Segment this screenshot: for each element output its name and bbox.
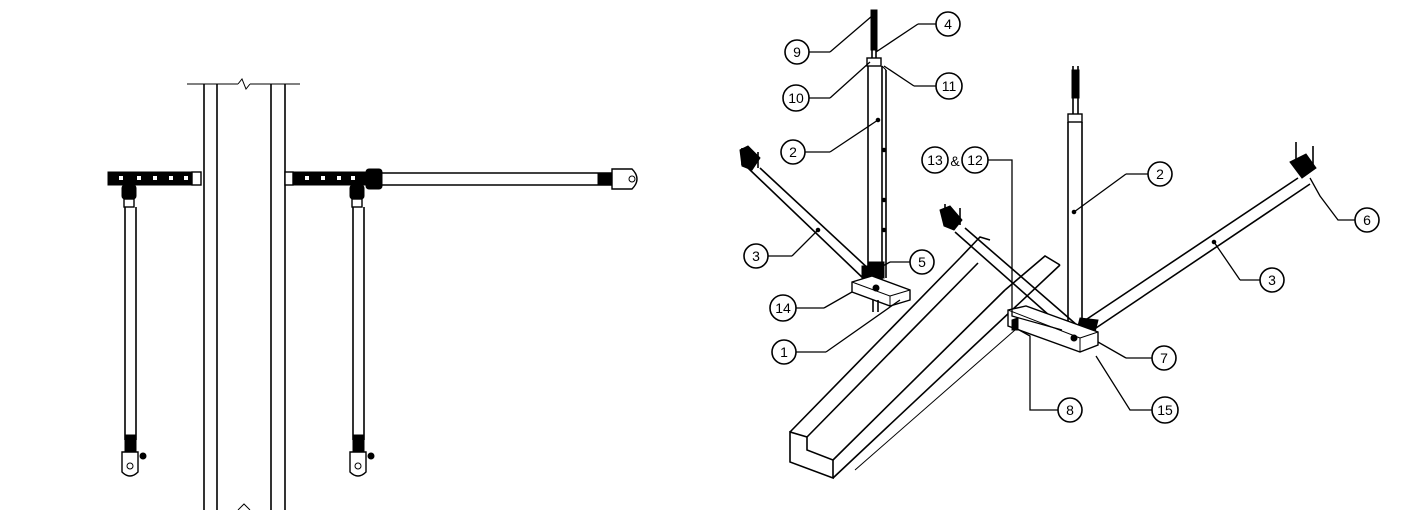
callout-9-label: 9 — [793, 44, 801, 60]
callout-7: 7 — [1151, 345, 1177, 371]
callout-3b-label: 3 — [1268, 272, 1276, 288]
callout-9: 9 — [784, 39, 810, 65]
callout-5: 5 — [909, 249, 935, 275]
callout-2b-label: 2 — [1156, 166, 1164, 182]
callout-4: 4 — [935, 11, 961, 37]
callout-6-label: 6 — [1363, 212, 1371, 228]
callout-10: 10 — [782, 84, 810, 112]
elevation-view — [107, 78, 638, 510]
callout-5-label: 5 — [918, 254, 926, 270]
callout-15: 15 — [1151, 396, 1179, 424]
left-channel-bracket — [107, 171, 202, 477]
callout-1: 1 — [771, 339, 797, 365]
callout-8-label: 8 — [1066, 402, 1074, 418]
callout-3-right: 3 — [1259, 267, 1285, 293]
callout-11-label: 11 — [942, 78, 957, 94]
main-channel — [789, 236, 1061, 480]
bracket-15 — [1007, 305, 1099, 353]
callout-15-label: 15 — [1157, 402, 1173, 418]
brace-left — [739, 145, 877, 281]
callout-2a-label: 2 — [789, 144, 797, 160]
hanger-rod-left — [866, 9, 887, 282]
callout-13-and-12: 13 & 12 — [921, 146, 989, 174]
callout-2-right: 2 — [1147, 161, 1173, 187]
callout-13-label: 13 — [927, 152, 943, 168]
brace-right — [1075, 142, 1317, 337]
callout-1-label: 1 — [780, 344, 788, 360]
hanger-rod-right — [1067, 66, 1083, 325]
callout-7-label: 7 — [1160, 350, 1168, 366]
callout-14: 14 — [769, 294, 797, 322]
callout-3-left: 3 — [743, 243, 769, 269]
bracket-14 — [851, 275, 911, 312]
callout-4-label: 4 — [944, 16, 952, 32]
callout-2-left: 2 — [780, 139, 806, 165]
callout-3a-label: 3 — [752, 248, 760, 264]
callout-6: 6 — [1354, 207, 1380, 233]
right-channel-bracket — [284, 168, 638, 477]
callout-ampersand: & — [950, 153, 960, 169]
leader-lines — [768, 15, 1355, 411]
isometric-view: 9 4 10 11 2 13 & 12 2 — [739, 9, 1380, 480]
callout-10-label: 10 — [788, 90, 804, 106]
callout-14-label: 14 — [775, 300, 791, 316]
column — [187, 78, 300, 510]
callout-12-label: 12 — [967, 152, 983, 168]
callout-11: 11 — [935, 72, 963, 100]
callout-8: 8 — [1057, 397, 1083, 423]
